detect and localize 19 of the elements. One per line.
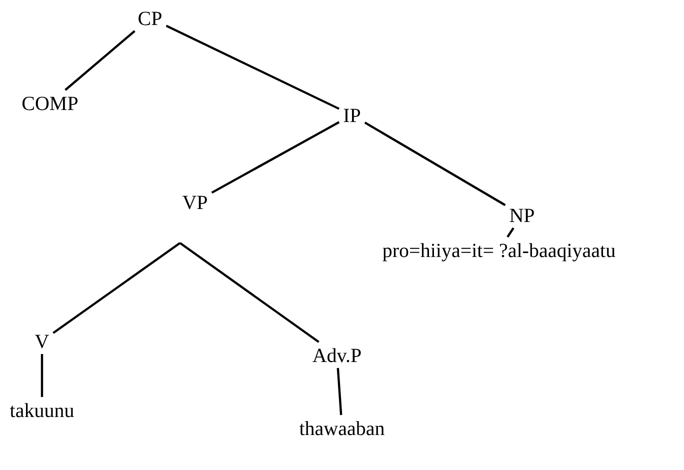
tree-branch-line [52, 242, 181, 334]
tree-branch-line [364, 122, 506, 206]
tree-branch-line [336, 368, 342, 416]
leaf-text: thawaaban [299, 418, 385, 440]
tree-branch-line [211, 121, 340, 194]
leaf-text: takuunu [10, 400, 74, 422]
tree-branch-line [179, 242, 320, 343]
tree-branch-line [166, 24, 340, 110]
tree-node-label: V [34, 331, 50, 353]
tree-branch-line [506, 227, 514, 238]
tree-node-label: IP [343, 105, 361, 127]
tree-node-label: CP [138, 8, 162, 30]
tree-node-label: Adv.P [312, 345, 362, 367]
leaf-text: pro=hiiya=it= ?al-baaqiyaatu [382, 240, 616, 262]
tree-branch-line [40, 354, 44, 397]
tree-branch-line [64, 30, 136, 91]
tree-node-label: NP [509, 205, 535, 227]
tree-node-label: COMP [22, 93, 78, 115]
tree-node-label: VP [182, 192, 208, 214]
